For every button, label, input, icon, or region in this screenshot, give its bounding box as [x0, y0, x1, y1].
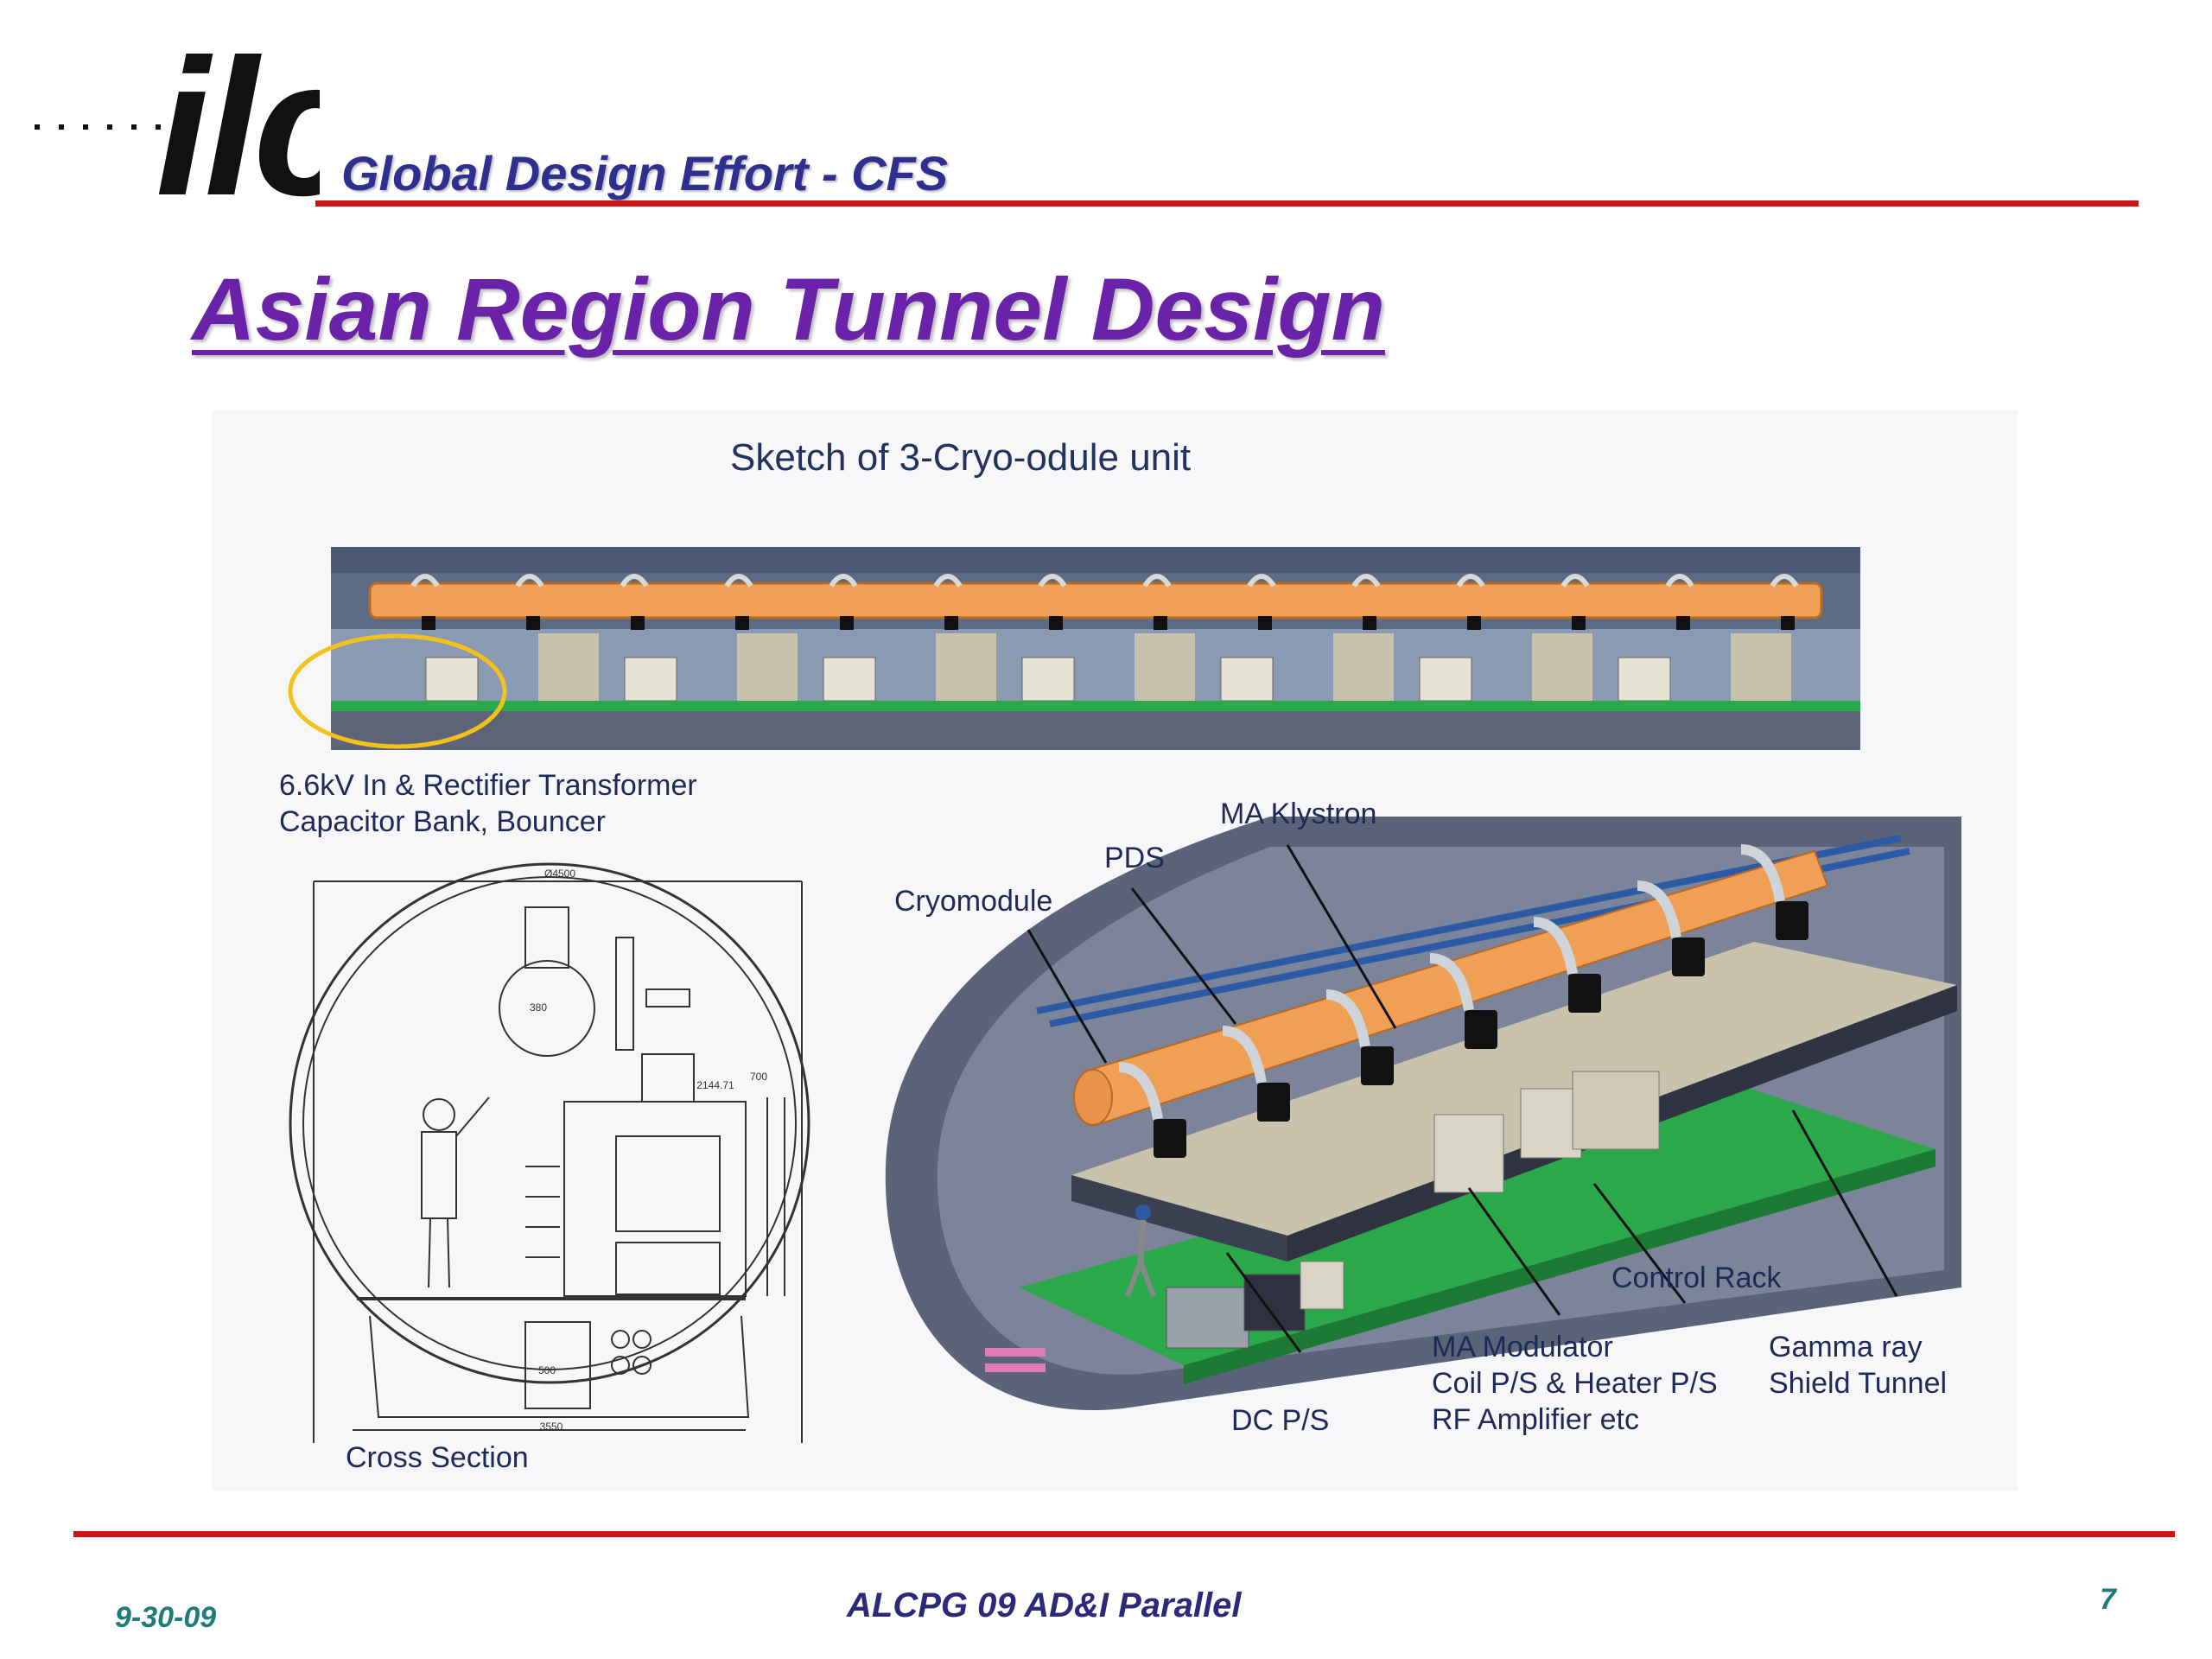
header-divider [315, 200, 2139, 207]
klystron-3d [1672, 938, 1705, 976]
strip-shield-wall [1731, 633, 1791, 701]
strip-shield-wall [1135, 633, 1195, 701]
control-rack-label: Control Rack [1611, 1262, 1782, 1294]
slide-title: Asian Region Tunnel Design [192, 260, 1385, 359]
strip-waveguide [1665, 574, 1694, 588]
gamma-ray-label-2: Shield Tunnel [1769, 1367, 1948, 1400]
strip-cabinet [425, 657, 479, 702]
cross-section-label: Cross Section [346, 1441, 529, 1474]
waveguide-3d [1222, 1026, 1267, 1084]
strip-shield-wall [1333, 633, 1394, 701]
strip-cabinet [1220, 657, 1274, 702]
waveguide-3d [1533, 917, 1578, 976]
klystron-3d [1568, 974, 1601, 1013]
page-number: 7 [2100, 1583, 2116, 1616]
klystron-3d [1465, 1010, 1497, 1049]
svg-text:3550: 3550 [540, 1421, 563, 1433]
tunnel-3d-illustration [885, 817, 1961, 1411]
strip-klystron [840, 616, 854, 630]
strip-cryomodule [368, 582, 1823, 620]
strip-cabinet [1021, 657, 1075, 702]
strip-klystron [1467, 616, 1481, 630]
sketch-title: Sketch of 3-Cryo-odule unit [730, 436, 1192, 479]
strip-klystron [1572, 616, 1586, 630]
waveguide-3d [1740, 844, 1785, 903]
svg-text:700: 700 [750, 1071, 767, 1083]
footer-divider [73, 1531, 2175, 1537]
ma-modulator-label-1: MA Modulator [1432, 1331, 1613, 1363]
svg-text:ilc: ilc [156, 18, 320, 216]
svg-text:500: 500 [538, 1364, 556, 1376]
ma-modulator-label-2: Coil P/S & Heater P/S [1432, 1367, 1718, 1400]
strip-klystron [1676, 616, 1690, 630]
waveguide-3d [1429, 953, 1474, 1012]
svg-text:Ø4500: Ø4500 [544, 868, 575, 880]
strip-klystron [1258, 616, 1272, 630]
strip-klystron [1154, 616, 1167, 630]
strip-shield-wall [1532, 633, 1592, 701]
strip-waveguide [724, 574, 753, 588]
strip-cabinet [1618, 657, 1671, 702]
transformer-label-1: 6.6kV In & Rectifier Transformer [279, 769, 697, 802]
ma-klystron-label: MA Klystron [1220, 798, 1377, 830]
strip-waveguide [1560, 574, 1590, 588]
strip-cabinet [823, 657, 876, 702]
strip-shield-wall [936, 633, 996, 701]
strip-waveguide [1142, 574, 1172, 588]
dc-ps-label: DC P/S [1231, 1404, 1330, 1437]
strip-waveguide [829, 574, 858, 588]
klystron-3d [1361, 1046, 1394, 1085]
klystron-3d [1776, 901, 1808, 940]
waveguide-3d [1325, 989, 1370, 1048]
strip-waveguide [410, 574, 440, 588]
transformer-label-2: Capacitor Bank, Bouncer [279, 805, 606, 838]
strip-waveguide [515, 574, 544, 588]
strip-waveguide [933, 574, 963, 588]
svg-text:2144.71: 2144.71 [696, 1079, 734, 1091]
cryomodule-label: Cryomodule [894, 885, 1053, 918]
ma-modulator-label-3: RF Amplifier etc [1432, 1403, 1639, 1436]
strip-waveguide [1456, 574, 1485, 588]
transformer-highlight [288, 633, 507, 749]
ilc-logo: ilc [35, 18, 320, 216]
strip-shield-wall [737, 633, 798, 701]
waveguide-3d [1118, 1062, 1163, 1121]
strip-waveguide [1351, 574, 1381, 588]
pds-label: PDS [1104, 842, 1165, 874]
strip-klystron [944, 616, 958, 630]
strip-klystron [1363, 616, 1376, 630]
svg-text:380: 380 [530, 1001, 547, 1014]
strip-waveguide [1038, 574, 1067, 588]
strip-floor [331, 701, 1860, 711]
strip-klystron [1781, 616, 1795, 630]
strip-klystron [735, 616, 749, 630]
footer-date: 9-30-09 [115, 1601, 217, 1634]
strip-waveguide [1770, 574, 1799, 588]
klystron-3d [1154, 1119, 1186, 1158]
gamma-ray-label-1: Gamma ray [1769, 1331, 1923, 1363]
footer-center-text: ALCPG 09 AD&I Parallel [847, 1586, 1242, 1624]
strip-waveguide [620, 574, 649, 588]
strip-klystron [422, 616, 435, 630]
strip-shield-wall [538, 633, 599, 701]
strip-klystron [631, 616, 645, 630]
strip-cabinet [1419, 657, 1472, 702]
strip-klystron [1049, 616, 1063, 630]
strip-waveguide [1247, 574, 1276, 588]
cryomodule-strip-diagram [331, 547, 1860, 750]
strip-klystron [526, 616, 540, 630]
strip-cabinet [624, 657, 677, 702]
tunnel-cross-section-drawing: Ø4500 3550 500 380 2144.71 700 [289, 862, 810, 1443]
klystron-3d [1257, 1083, 1290, 1122]
header-title: Global Design Effort - CFS [341, 146, 949, 200]
waveguide-3d [1637, 880, 1681, 939]
